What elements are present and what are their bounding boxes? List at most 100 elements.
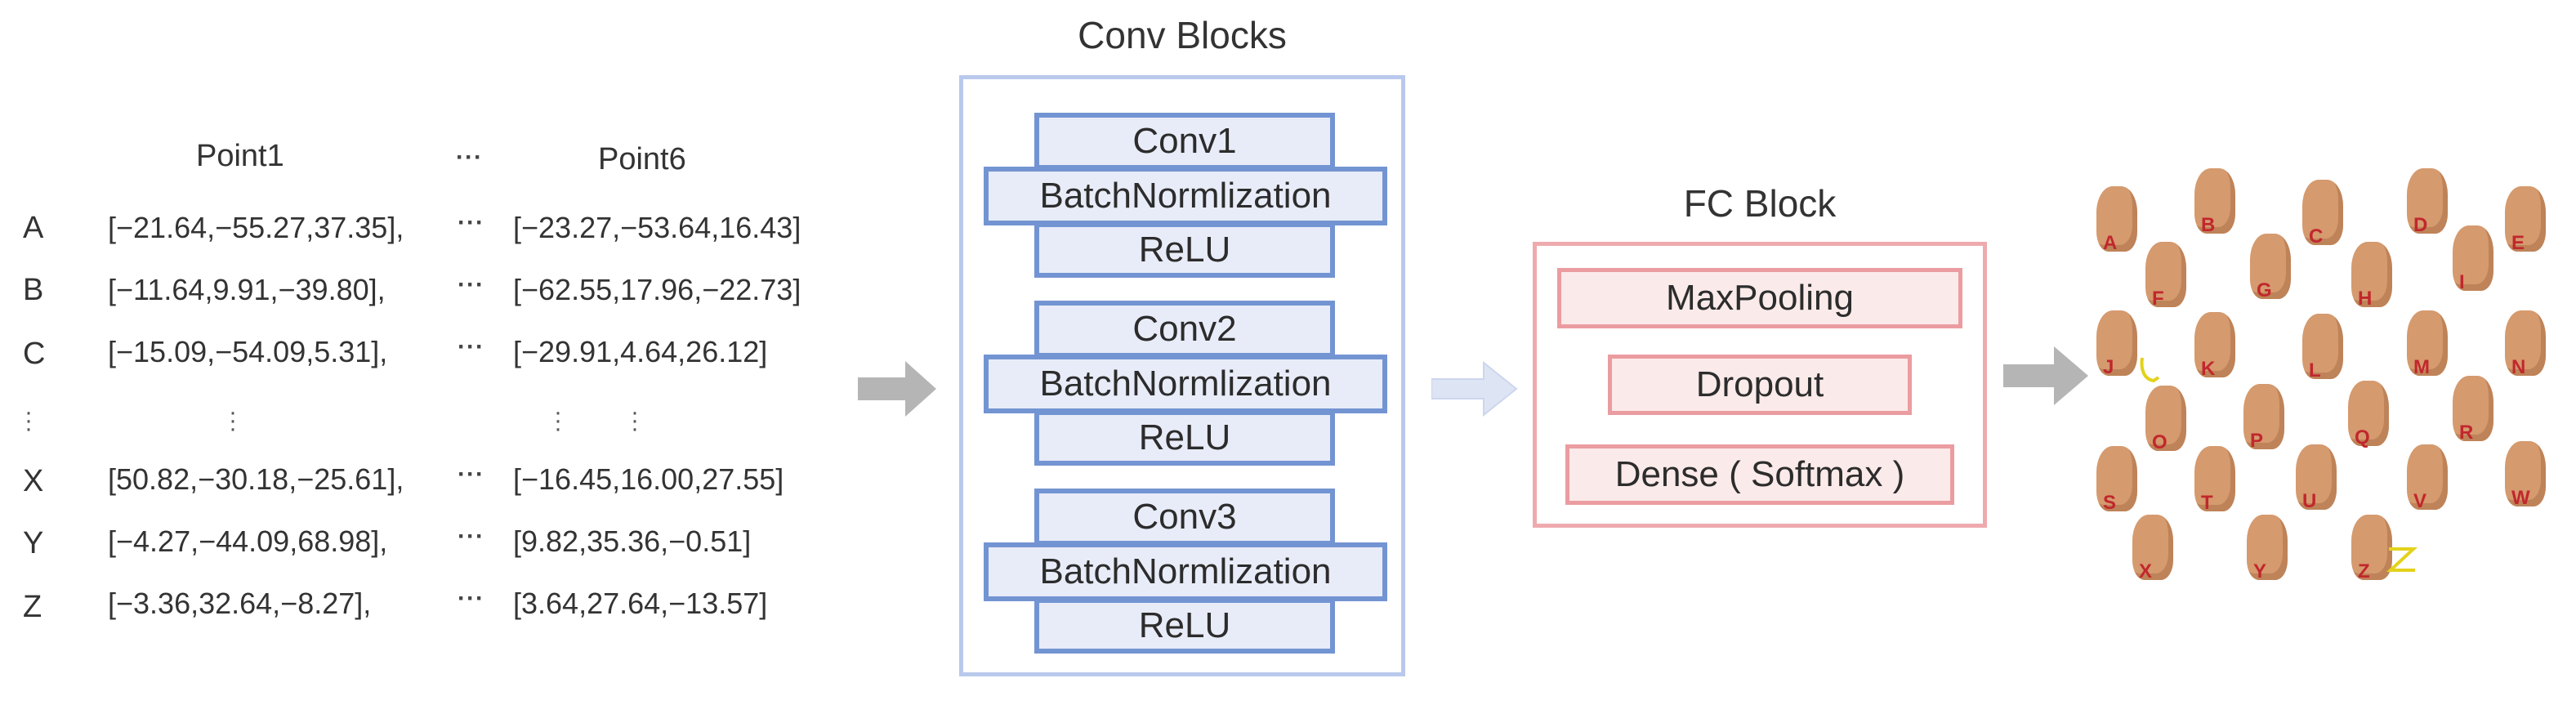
- sign-letter: L: [2309, 359, 2321, 382]
- hand-icon: [2302, 314, 2343, 379]
- hand-sign-y-icon: Y: [2242, 515, 2293, 593]
- hand-icon: [2302, 180, 2343, 245]
- hand-icon: [2505, 441, 2546, 506]
- vertical-ellipsis: ···: [229, 399, 237, 442]
- table-cell: [−15.09,−54.09,5.31],: [108, 335, 388, 368]
- batchnorm-layer: BatchNormlization: [984, 355, 1387, 413]
- hand-icon: [2351, 242, 2392, 307]
- column-header-ellipsis: ···: [456, 144, 483, 171]
- arrow-right-icon: [1431, 360, 1518, 417]
- sign-letter: F: [2152, 288, 2164, 310]
- hand-sign-k-icon: K: [2190, 312, 2240, 390]
- table-cell-ellipsis: ···: [458, 461, 484, 488]
- hand-sign-t-icon: T: [2190, 446, 2240, 524]
- hand-icon: [2096, 186, 2137, 252]
- dropout-layer: Dropout: [1608, 355, 1912, 415]
- maxpooling-layer: MaxPooling: [1557, 268, 1962, 328]
- hand-icon: [2250, 234, 2291, 299]
- sign-letter: V: [2413, 490, 2427, 512]
- table-cell: [3.64,27.64,−13.57]: [513, 587, 768, 620]
- arrow-right-icon: [858, 361, 936, 417]
- hand-icon: [2096, 446, 2137, 511]
- hand-icon: [2243, 384, 2284, 449]
- hand-icon: [2348, 381, 2389, 446]
- conv3-layer: Conv3: [1034, 489, 1335, 546]
- hand-icon: [2247, 515, 2288, 580]
- hand-sign-m-icon: M: [2402, 310, 2453, 389]
- row-label: A: [23, 211, 44, 245]
- hand-icon: [2145, 386, 2186, 451]
- sign-letter: C: [2309, 225, 2324, 248]
- table-cell: [−23.27,−53.64,16.43]: [513, 211, 801, 244]
- table-cell: [−4.27,−44.09,68.98],: [108, 524, 388, 558]
- table-cell: [−16.45,16.00,27.55]: [513, 462, 784, 496]
- hand-sign-g-icon: G: [2245, 234, 2296, 312]
- column-header-point1: Point1: [196, 139, 284, 173]
- hand-sign-j-icon: J: [2092, 310, 2142, 389]
- row-label: X: [23, 464, 44, 498]
- hand-icon: [2453, 225, 2493, 291]
- sign-letter: B: [2201, 214, 2216, 236]
- table-cell: [−29.91,4.64,26.12]: [513, 335, 768, 368]
- table-cell-ellipsis: ···: [458, 333, 484, 360]
- sign-letter: I: [2459, 271, 2465, 293]
- hand-sign-v-icon: V: [2402, 444, 2453, 523]
- hand-icon: [2194, 168, 2235, 234]
- table-cell: [50.82,−30.18,−25.61],: [108, 462, 404, 496]
- sign-letter: A: [2103, 232, 2118, 254]
- conv2-layer: Conv2: [1034, 301, 1335, 358]
- hand-icon: [2407, 168, 2448, 234]
- sign-letter: M: [2413, 356, 2430, 378]
- sign-letter: R: [2459, 422, 2474, 444]
- sign-letter: Z: [2358, 560, 2370, 582]
- batchnorm-layer: BatchNormlization: [984, 167, 1387, 225]
- fc-block-title: FC Block: [1683, 182, 1837, 225]
- sign-letter: K: [2201, 358, 2216, 380]
- hand-icon: [2194, 446, 2235, 511]
- hand-icon: [2351, 515, 2392, 580]
- hand-sign-x-icon: X: [2127, 515, 2178, 593]
- hand-icon: [2194, 312, 2235, 377]
- motion-squiggle-icon: [2140, 357, 2160, 383]
- hand-icon: [2296, 444, 2337, 510]
- hand-icon: [2407, 444, 2448, 510]
- arrow-right-icon: [2003, 346, 2088, 405]
- hand-icon: [2505, 310, 2546, 376]
- hand-sign-u-icon: U: [2291, 444, 2342, 523]
- relu-layer: ReLU: [1034, 222, 1335, 278]
- hand-icon: [2505, 186, 2546, 252]
- row-label: Z: [23, 590, 42, 624]
- hand-sign-r-icon: R: [2448, 376, 2498, 454]
- hand-sign-w-icon: W: [2500, 441, 2551, 520]
- hand-sign-a-icon: A: [2092, 186, 2142, 265]
- sign-letter: Y: [2253, 560, 2267, 582]
- hand-sign-d-icon: D: [2402, 168, 2453, 247]
- hand-icon: [2132, 515, 2173, 580]
- sign-letter: S: [2103, 492, 2117, 514]
- relu-layer: ReLU: [1034, 598, 1335, 654]
- hand-icon: [2096, 310, 2137, 376]
- row-label: B: [23, 273, 44, 307]
- table-cell-ellipsis: ···: [458, 209, 484, 236]
- sign-letter: T: [2201, 492, 2213, 514]
- sign-letter: J: [2103, 356, 2114, 378]
- sign-letter: X: [2139, 560, 2153, 582]
- conv1-layer: Conv1: [1034, 113, 1335, 170]
- hand-sign-l-icon: L: [2297, 314, 2348, 392]
- sign-letter: D: [2413, 214, 2428, 236]
- table-cell: [−62.55,17.96,−22.73]: [513, 273, 801, 306]
- column-header-point6: Point6: [598, 142, 686, 176]
- hand-sign-e-icon: E: [2500, 186, 2551, 265]
- table-cell-ellipsis: ···: [458, 585, 484, 612]
- table-cell: [−11.64,9.91,−39.80],: [108, 273, 386, 306]
- dense-softmax-layer: Dense ( Softmax ): [1565, 444, 1954, 505]
- hand-sign-b-icon: B: [2190, 168, 2240, 247]
- table-cell: [9.82,35.36,−0.51]: [513, 524, 752, 558]
- sign-letter: U: [2302, 490, 2317, 512]
- hand-sign-n-icon: N: [2500, 310, 2551, 389]
- hand-icon: [2453, 376, 2493, 441]
- hand-sign-s-icon: S: [2092, 446, 2142, 524]
- sign-letter: W: [2511, 487, 2530, 509]
- sign-letter: E: [2511, 232, 2525, 254]
- relu-layer: ReLU: [1034, 410, 1335, 466]
